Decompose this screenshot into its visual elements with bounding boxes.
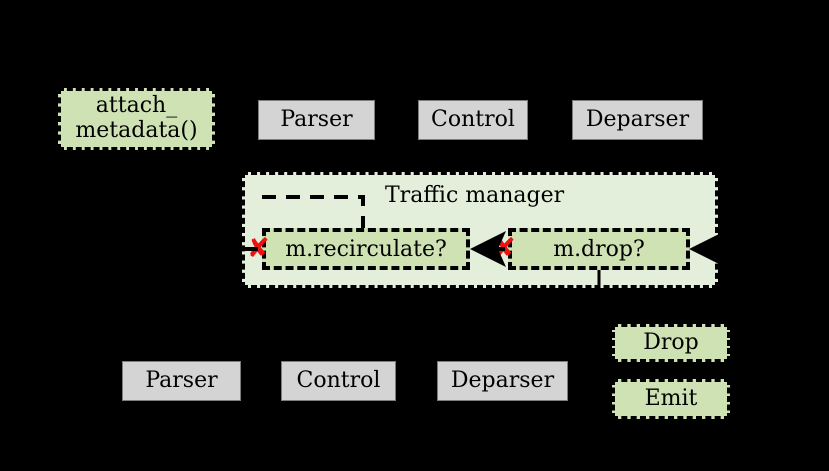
attach-metadata-label-line2: metadata()	[75, 118, 198, 143]
emit-label: Emit	[644, 385, 698, 411]
bottom-control-node[interactable]: Control	[281, 361, 396, 401]
m-recirculate-label: m.recirculate?	[285, 236, 447, 262]
top-parser-node[interactable]: Parser	[258, 100, 375, 140]
bottom-control-label: Control	[296, 367, 381, 393]
drop-node[interactable]: Drop	[612, 324, 730, 362]
m-drop-label: m.drop?	[553, 236, 645, 262]
m-drop-node[interactable]: m.drop?	[508, 228, 690, 270]
top-parser-label: Parser	[280, 106, 353, 132]
bottom-deparser-node[interactable]: Deparser	[437, 361, 568, 401]
top-control-label: Control	[431, 106, 515, 132]
drop-blocked-x-icon: ✘	[493, 233, 516, 264]
m-recirculate-node[interactable]: m.recirculate?	[262, 228, 470, 270]
top-deparser-node[interactable]: Deparser	[572, 100, 703, 140]
bottom-parser-node[interactable]: Parser	[122, 361, 241, 401]
drop-label: Drop	[643, 329, 699, 355]
attach-metadata-label-line1: attach_	[95, 93, 178, 119]
emit-node[interactable]: Emit	[612, 379, 730, 419]
recirculate-blocked-x-icon: ✘	[247, 233, 270, 264]
attach-metadata-node[interactable]: attach_ metadata()	[58, 88, 215, 150]
traffic-manager-title: Traffic manager	[385, 183, 565, 208]
top-control-node[interactable]: Control	[418, 100, 528, 140]
bottom-parser-label: Parser	[145, 367, 218, 393]
top-deparser-label: Deparser	[585, 106, 690, 132]
bottom-deparser-label: Deparser	[450, 367, 555, 393]
